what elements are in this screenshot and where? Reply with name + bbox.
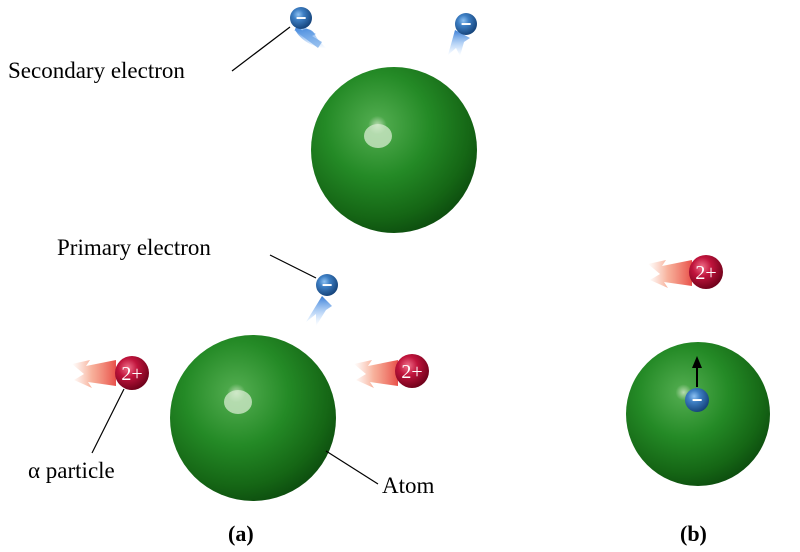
primary-electron-label: Primary electron (57, 235, 211, 260)
atom-leader (325, 450, 379, 485)
electron-charge: − (296, 8, 307, 28)
alpha-trail (72, 360, 116, 388)
atom-b (626, 342, 770, 486)
electron-charge: − (461, 14, 472, 34)
alpha-particle-leader (91, 388, 125, 454)
panel-b-label: (b) (680, 521, 707, 546)
secondary-electron-label: Secondary electron (8, 58, 185, 83)
secondary-electron-2: − (448, 13, 477, 56)
secondary-electron-1: − (290, 7, 327, 49)
alpha-charge: 2+ (401, 361, 422, 383)
electron-charge: − (692, 390, 703, 410)
bound-electron-b: − (685, 388, 709, 412)
atom-top (311, 67, 477, 233)
primary-electron-leader (269, 254, 317, 279)
electron-trail (448, 30, 470, 56)
alpha-particle-b: 2+ (648, 255, 723, 289)
arrow-up-icon (692, 356, 702, 387)
primary-electron: − (306, 274, 338, 326)
electron-trail (294, 28, 322, 48)
alpha-particle-incoming: 2+ (72, 356, 149, 390)
alpha-charge: 2+ (121, 363, 142, 385)
alpha-trail (354, 360, 398, 388)
alpha-charge: 2+ (695, 262, 716, 284)
alpha-trail (648, 260, 692, 288)
electron-charge: − (322, 275, 333, 295)
secondary-electron-leader (231, 26, 291, 72)
alpha-particle-outgoing: 2+ (354, 354, 429, 388)
panel-a-label: (a) (228, 521, 254, 546)
electron-trail (306, 296, 332, 326)
alpha-particle-label: α particle (28, 458, 115, 483)
atom-label: Atom (382, 473, 435, 498)
atom-a (170, 335, 336, 501)
